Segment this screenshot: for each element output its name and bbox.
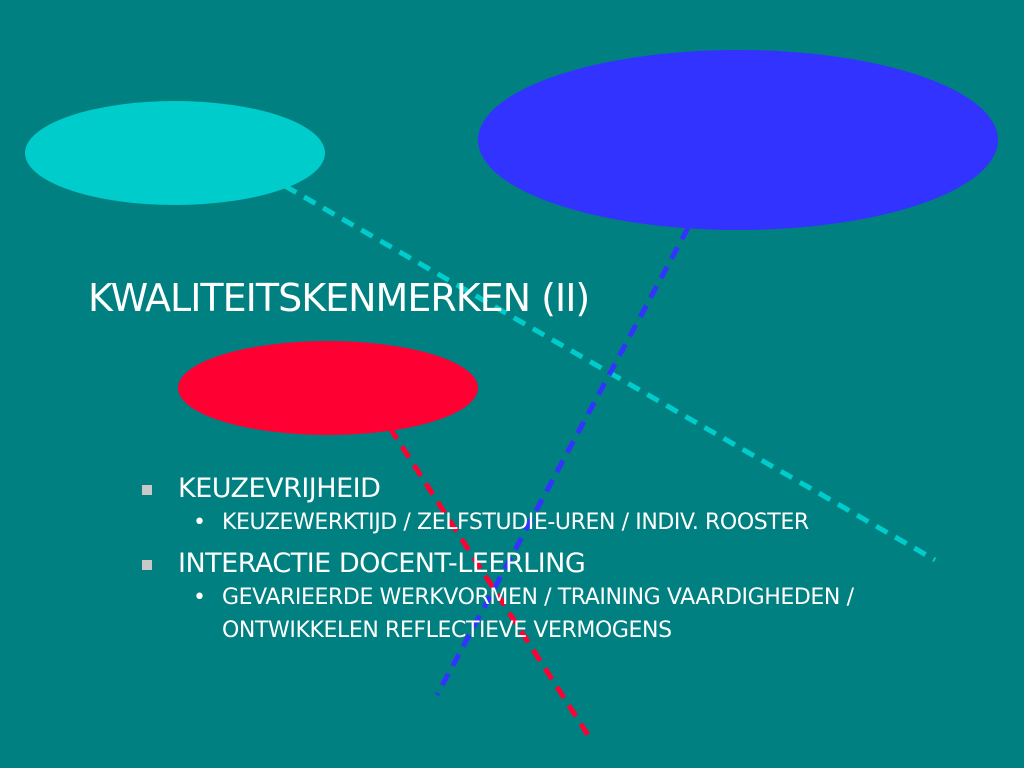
blue-ellipse: [478, 50, 998, 230]
sub-bullet-item: • KEUZEWERKTIJD / ZELFSTUDIE-UREN / INDI…: [193, 506, 1010, 539]
sub-bullet-item: • GEVARIEERDE WERKVORMEN / TRAINING VAAR…: [193, 581, 1010, 647]
sub-bullet-text: GEVARIEERDE WERKVORMEN / TRAINING VAARDI…: [222, 585, 854, 643]
bullet-item: KEUZEVRIJHEID: [140, 472, 1010, 506]
round-bullet-icon: •: [193, 585, 206, 610]
round-bullet-icon: •: [193, 510, 206, 535]
square-bullet-icon: [142, 485, 152, 495]
blue-dashed-line: [434, 226, 691, 697]
cyan-ellipse: [25, 101, 325, 205]
red-dashed-line: [387, 426, 591, 737]
bullet-text: INTERACTIE DOCENT-LEERLING: [178, 548, 586, 579]
slide-title: KWALITEITSKENMERKEN (II): [88, 276, 590, 320]
bullet-item: INTERACTIE DOCENT-LEERLING: [140, 547, 1010, 581]
bullet-text: KEUZEVRIJHEID: [178, 473, 381, 504]
square-bullet-icon: [142, 560, 152, 570]
bullet-list: KEUZEVRIJHEID • KEUZEWERKTIJD / ZELFSTUD…: [140, 472, 1010, 655]
sub-bullet-text: KEUZEWERKTIJD / ZELFSTUDIE-UREN / INDIV.…: [222, 510, 809, 535]
red-ellipse: [178, 341, 478, 435]
